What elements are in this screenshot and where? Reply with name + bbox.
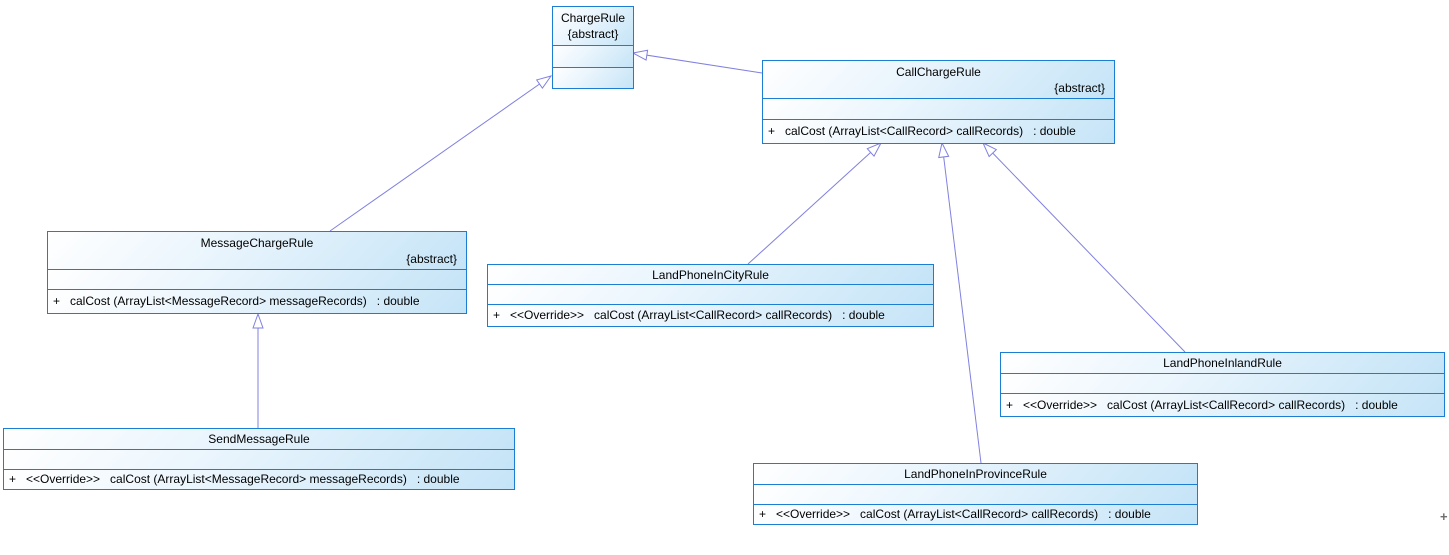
class-node-SendMessageRule[interactable]: SendMessageRule + <<Override>> calCost (A… <box>3 428 515 490</box>
class-node-ChargeRule[interactable]: ChargeRule {abstract} <box>552 6 634 89</box>
class-title-compartment: MessageChargeRule {abstract} <box>48 232 466 269</box>
class-title-compartment: CallChargeRule {abstract} <box>763 61 1114 98</box>
class-name: MessageChargeRule <box>200 236 314 250</box>
class-method: + calCost (ArrayList<CallRecord> callRec… <box>768 124 1076 138</box>
class-node-CallChargeRule[interactable]: CallChargeRule {abstract} + calCost (Array… <box>762 60 1115 144</box>
class-methods-compartment: + <<Override>> calCost (ArrayList<Messag… <box>4 469 514 489</box>
class-stereotype: {abstract} <box>1054 81 1105 95</box>
inheritance-arrow-LandPhoneInlandRule-to-CallChargeRule[interactable] <box>981 141 1186 353</box>
class-stereotype: {abstract} <box>406 252 457 266</box>
class-attributes-compartment <box>754 484 1197 504</box>
class-node-MessageChargeRule[interactable]: MessageChargeRule {abstract} + calCost (Ar… <box>47 231 467 314</box>
class-name: LandPhoneInCityRule <box>652 267 769 282</box>
class-method: + <<Override>> calCost (ArrayList<Messag… <box>9 472 460 486</box>
class-title-compartment: LandPhoneInProvinceRule <box>754 464 1197 484</box>
inheritance-arrow-CallChargeRule-to-ChargeRule[interactable] <box>631 49 763 74</box>
class-stereotype: {abstract} <box>567 27 619 41</box>
class-attributes-compartment <box>763 98 1114 119</box>
class-title-compartment: SendMessageRule <box>4 429 514 449</box>
class-name: LandPhoneInlandRule <box>1163 356 1282 370</box>
class-method: + <<Override>> calCost (ArrayList<CallRe… <box>1006 397 1398 412</box>
inheritance-arrow-LandPhoneInCityRule-to-CallChargeRule[interactable] <box>747 141 883 265</box>
class-methods-compartment: + calCost (ArrayList<MessageRecord> mess… <box>48 289 466 313</box>
class-title-compartment: LandPhoneInCityRule <box>488 265 933 284</box>
class-method: + calCost (ArrayList<MessageRecord> mess… <box>53 294 420 308</box>
class-methods-compartment: + calCost (ArrayList<CallRecord> callRec… <box>763 119 1114 143</box>
class-name: LandPhoneInProvinceRule <box>904 467 1047 481</box>
class-name: CallChargeRule <box>896 65 981 79</box>
class-name: ChargeRule <box>560 11 626 25</box>
class-attributes-compartment <box>4 449 514 469</box>
class-methods-compartment: + <<Override>> calCost (ArrayList<CallRe… <box>488 304 933 326</box>
class-methods-compartment: + <<Override>> calCost (ArrayList<CallRe… <box>754 504 1197 524</box>
canvas-expand-plus-icon[interactable]: + <box>1440 509 1448 524</box>
class-node-LandPhoneInlandRule[interactable]: LandPhoneInlandRule + <<Override>> calCos… <box>1000 352 1445 417</box>
class-method: + <<Override>> calCost (ArrayList<CallRe… <box>759 507 1151 521</box>
class-attributes-compartment <box>1001 373 1444 393</box>
class-title-compartment: LandPhoneInlandRule <box>1001 353 1444 373</box>
class-methods-compartment: + <<Override>> calCost (ArrayList<CallRe… <box>1001 393 1444 416</box>
class-node-LandPhoneInCityRule[interactable]: LandPhoneInCityRule + <<Override>> calCos… <box>487 264 934 327</box>
class-attributes-compartment <box>553 45 633 67</box>
inheritance-arrow-MessageChargeRule-to-ChargeRule[interactable] <box>329 75 553 232</box>
class-node-LandPhoneInProvinceRule[interactable]: LandPhoneInProvinceRule + <<Override>> ca… <box>753 463 1198 525</box>
class-methods-compartment <box>553 67 633 88</box>
class-name: SendMessageRule <box>208 432 310 446</box>
class-title-compartment: ChargeRule {abstract} <box>553 7 633 45</box>
inheritance-arrow-LandPhoneInProvinceRule-to-CallChargeRule[interactable] <box>938 141 982 464</box>
class-method: + <<Override>> calCost (ArrayList<CallRe… <box>493 308 885 322</box>
class-attributes-compartment <box>48 269 466 289</box>
class-attributes-compartment <box>488 284 933 304</box>
